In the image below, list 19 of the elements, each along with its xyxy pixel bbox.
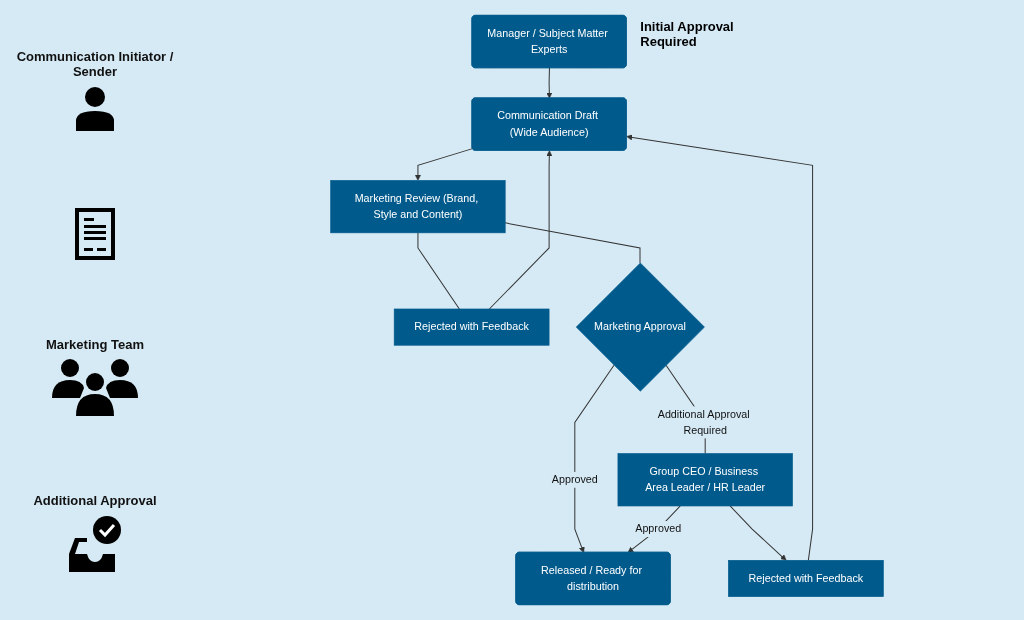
arrow xyxy=(488,150,553,310)
node-box: Marketing Review (Brand, Style and Content) xyxy=(330,180,506,234)
arrow xyxy=(415,148,474,181)
connector xyxy=(417,232,460,310)
lane-label: Marketing Team xyxy=(46,336,144,352)
node-box: Rejected with Feedback xyxy=(393,308,550,346)
arrow xyxy=(546,67,553,99)
edge-label: Additional Approval Required xyxy=(657,408,750,436)
arrow xyxy=(574,364,615,553)
lane-label: Additional Approval xyxy=(33,492,157,508)
node-note: Initial Approval Required xyxy=(640,19,735,50)
lane-label: Communication Initiator / Sender xyxy=(15,48,175,79)
edge-label: Approved xyxy=(551,473,598,486)
node-diamond: Marketing Approval xyxy=(575,262,705,392)
connector xyxy=(504,222,641,264)
node-box: Group CEO / Business Area Leader / HR Leader xyxy=(617,453,793,507)
arrow xyxy=(729,505,787,561)
node-box: Rejected with Feedback xyxy=(728,560,884,597)
edge-label: Approved xyxy=(635,523,682,535)
